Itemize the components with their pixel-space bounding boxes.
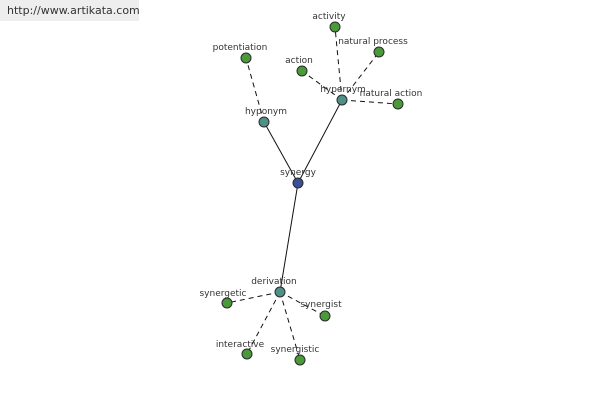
leaf-node-activity[interactable] [329,21,341,33]
leaf-node-potentiation[interactable] [240,52,252,64]
edge-hypernym-activity [334,26,343,101]
url-banner[interactable]: http://www.artikata.com [0,0,140,21]
nodes-group [221,21,404,366]
leaf-node-synergist[interactable] [319,310,331,322]
hub-node-hyponym[interactable] [258,116,270,128]
hub-label-derivation[interactable]: derivation [251,277,297,287]
edge-synergy-hypernym [297,99,343,184]
url-text[interactable]: http://www.artikata.com [7,4,140,17]
leaf-label-synergetic[interactable]: synergetic [199,289,246,299]
edge-hypernym-natural-process [341,51,380,101]
hub-label-hypernym[interactable]: hypernym [320,85,366,95]
leaf-node-interactive[interactable] [241,348,253,360]
labels-group: potentiation activity natural process actio… [199,12,422,355]
leaf-label-natural-action[interactable]: natural action [360,89,423,99]
edges-group [226,26,399,361]
leaf-label-natural-process[interactable]: natural process [338,37,408,47]
edge-hypernym-natural-action [341,99,399,105]
leaf-label-action[interactable]: action [285,56,313,66]
leaf-label-potentiation[interactable]: potentiation [213,43,268,53]
center-label-synergy[interactable]: synergy [280,168,317,178]
leaf-node-natural-action[interactable] [392,98,404,110]
hub-label-hyponym[interactable]: hyponym [245,107,287,117]
edge-derivation-synergistic [279,291,301,361]
hub-node-hypernym[interactable] [336,94,348,106]
leaf-label-interactive[interactable]: interactive [216,340,265,350]
edge-synergy-hyponym [263,121,299,184]
edge-synergy-derivation [279,182,299,293]
edge-hyponym-potentiation [245,57,265,123]
leaf-label-activity[interactable]: activity [312,12,346,22]
hub-node-derivation[interactable] [274,286,286,298]
center-node-synergy[interactable] [292,177,304,189]
leaf-label-synergistic[interactable]: synergistic [271,345,320,355]
leaf-label-synergist[interactable]: synergist [300,300,342,310]
edge-derivation-interactive [246,291,281,355]
leaf-node-natural-process[interactable] [373,46,385,58]
leaf-node-synergistic[interactable] [294,354,306,366]
leaf-node-action[interactable] [296,65,308,77]
edge-derivation-synergetic [226,291,281,304]
leaf-node-synergetic[interactable] [221,297,233,309]
